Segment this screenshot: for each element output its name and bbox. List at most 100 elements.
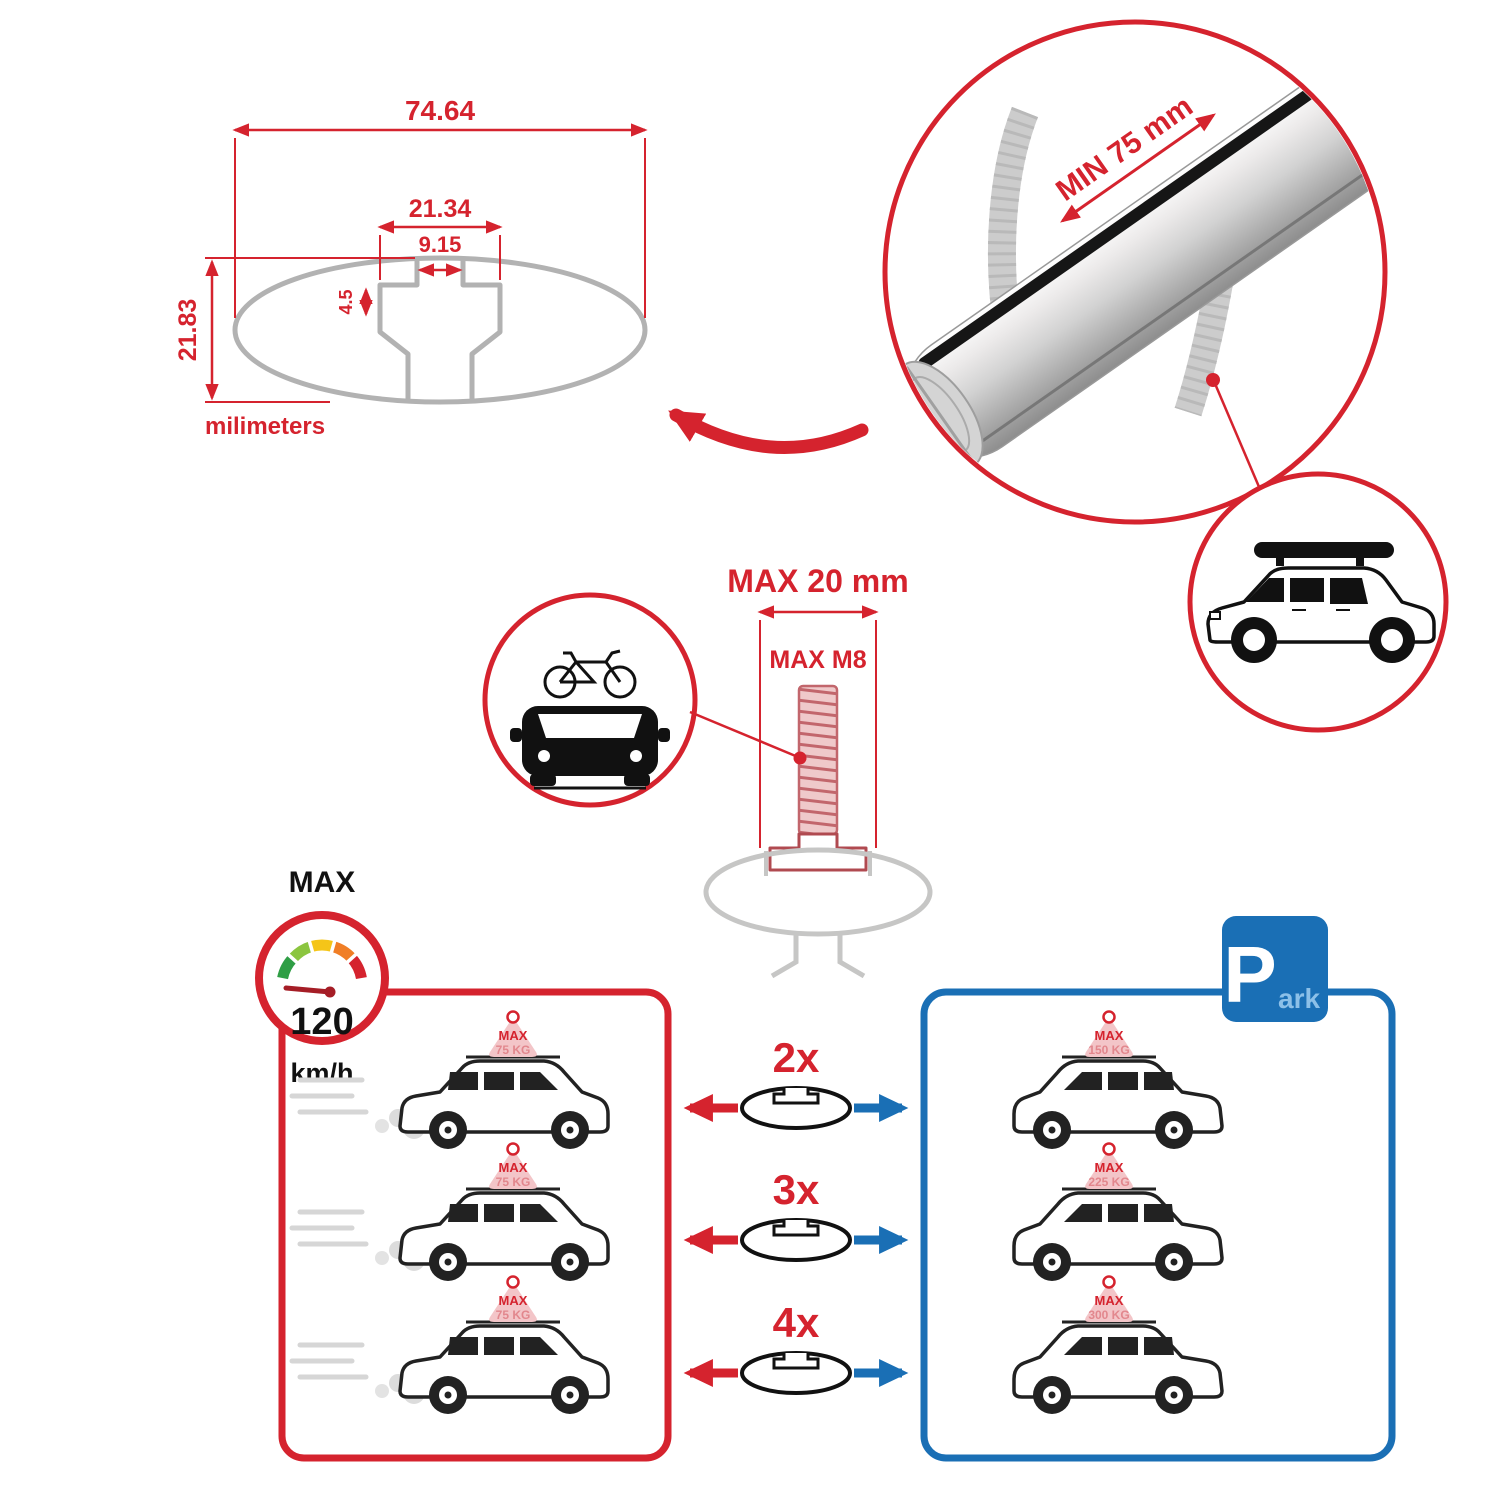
multiplier-label: 2x [773, 1034, 820, 1081]
suv-window-1 [1290, 578, 1324, 602]
dimension-total-height [205, 257, 415, 403]
suv-windshield [1246, 578, 1284, 602]
sign-shape [1085, 1282, 1133, 1322]
dimension-total-width [232, 123, 648, 318]
bar-section-ghost [703, 847, 933, 937]
load-sign-parked: MAX 150 KG [1085, 1010, 1133, 1057]
load-sign-parked: MAX 300 KG [1085, 1275, 1133, 1322]
sign-max-label: MAX [499, 1028, 528, 1043]
bar-end-cap-web [905, 366, 975, 463]
bar-profile-ellipse [232, 255, 648, 405]
sign-value: 75 KG [496, 1308, 531, 1322]
sign-hook-icon [1102, 1275, 1116, 1289]
speedometer-circle [255, 911, 389, 1045]
ghost-foot [770, 932, 866, 979]
bolt-diagram: MAX 20 mm MAX M8 [689, 563, 933, 979]
sign-max-label: MAX [499, 1160, 528, 1175]
car-front-with-bike-icon [510, 649, 670, 790]
bar-lower-groove [978, 123, 1382, 445]
speed-streaks [289, 1342, 369, 1380]
roof-box-mount [1356, 558, 1364, 566]
max-thread-label: MAX M8 [769, 646, 866, 674]
parking-sign: P ark [1222, 916, 1328, 1022]
car-front-windshield [538, 714, 642, 738]
slot-depth-value: 4.5 [336, 289, 356, 314]
total-height-value: 21.83 [174, 299, 202, 362]
gauge-needle-icon [283, 985, 333, 995]
speedometer-badge: MAX 120 km/h [255, 866, 389, 1088]
suv-rear-rim [1381, 629, 1403, 651]
suv-roofbox-circle [1187, 471, 1449, 733]
car-headlight-right [630, 750, 642, 762]
car-mirror-left [510, 728, 522, 742]
crossbar-section-slot [772, 1088, 820, 1105]
channel-width-value: 21.34 [409, 195, 472, 223]
units-label: milimeters [205, 413, 325, 440]
speed-streaks [289, 1077, 369, 1115]
car-front-circle [482, 592, 698, 808]
total-width-value: 74.64 [405, 95, 475, 126]
load-sign-driving: MAX 75 KG [489, 1275, 537, 1322]
sign-max-label: MAX [499, 1293, 528, 1308]
sign-shape [1085, 1149, 1133, 1189]
comparison-row-1: MAX 75 KG 2x MAX 150 KG [289, 1010, 1224, 1151]
multiplier-label: 4x [773, 1299, 820, 1346]
bar-closeup-circle: MIN 75 mm [882, 19, 1388, 525]
sign-hook-icon [1102, 1010, 1116, 1024]
suv-with-roofbox-icon [1206, 542, 1436, 663]
load-sign-driving: MAX 75 KG [489, 1142, 537, 1189]
parking-ark: ark [1278, 983, 1320, 1014]
car-mirror-right [658, 728, 670, 742]
parking-p: P [1223, 930, 1276, 1019]
sign-value: 75 KG [496, 1043, 531, 1057]
bolt-callout-dot [793, 751, 807, 765]
car-tire-left [530, 774, 556, 786]
load-sign-parked: MAX 225 KG [1085, 1142, 1133, 1189]
crossbar-section-slot [772, 1220, 820, 1237]
sign-shape [489, 1149, 537, 1189]
load-sign-driving: MAX 75 KG [489, 1010, 537, 1057]
sign-max-label: MAX [1095, 1160, 1124, 1175]
sign-max-label: MAX [1095, 1293, 1124, 1308]
parking-sign-square [1222, 916, 1328, 1022]
sign-value: 300 KG [1088, 1308, 1129, 1322]
sign-shape [489, 1017, 537, 1057]
rail-callout-dot [1206, 373, 1220, 387]
suv-front-rim [1243, 629, 1265, 651]
roof-box-mount [1276, 558, 1284, 566]
comparison-section: MAX 120 km/h P ark [255, 866, 1396, 1462]
pointer-arrow-icon [668, 408, 869, 454]
multiplier-label: 3x [773, 1166, 820, 1213]
t-slot-right [460, 258, 503, 401]
sign-hook-icon [1102, 1142, 1116, 1156]
sign-shape [1085, 1017, 1133, 1057]
sign-hook-icon [506, 1142, 520, 1156]
sign-hook-icon [506, 1275, 520, 1289]
speed-streaks [289, 1209, 369, 1247]
bolt-callout-leader [689, 710, 799, 759]
comparison-row-3: MAX 75 KG 4x MAX 300 KG [289, 1275, 1224, 1416]
t-slot-left [377, 258, 420, 401]
cross-section-diagram: 74.64 21.34 9.15 4.5 21.83 milimeters [174, 95, 648, 440]
sign-shape [489, 1282, 537, 1322]
max-width-label: MAX 20 mm [727, 563, 908, 599]
sign-value: 225 KG [1088, 1175, 1129, 1189]
gauge-pivot [324, 986, 336, 998]
car-tire-right [624, 774, 650, 786]
gauge-separators [282, 934, 362, 967]
speed-value: 120 [290, 1001, 353, 1043]
car-headlight-left [538, 750, 550, 762]
sign-value: 150 KG [1088, 1043, 1129, 1057]
suv-window-2 [1330, 578, 1368, 604]
suv-headlight [1209, 611, 1221, 620]
sign-hook-icon [506, 1010, 520, 1024]
roof-box-icon [1254, 542, 1394, 558]
sign-value: 75 KG [496, 1175, 531, 1189]
crossbar-section-slot [772, 1353, 820, 1370]
slot-width-value: 9.15 [419, 232, 462, 257]
speed-max-label: MAX [289, 866, 356, 899]
sign-max-label: MAX [1095, 1028, 1124, 1043]
speed-unit: km/h [290, 1058, 353, 1088]
